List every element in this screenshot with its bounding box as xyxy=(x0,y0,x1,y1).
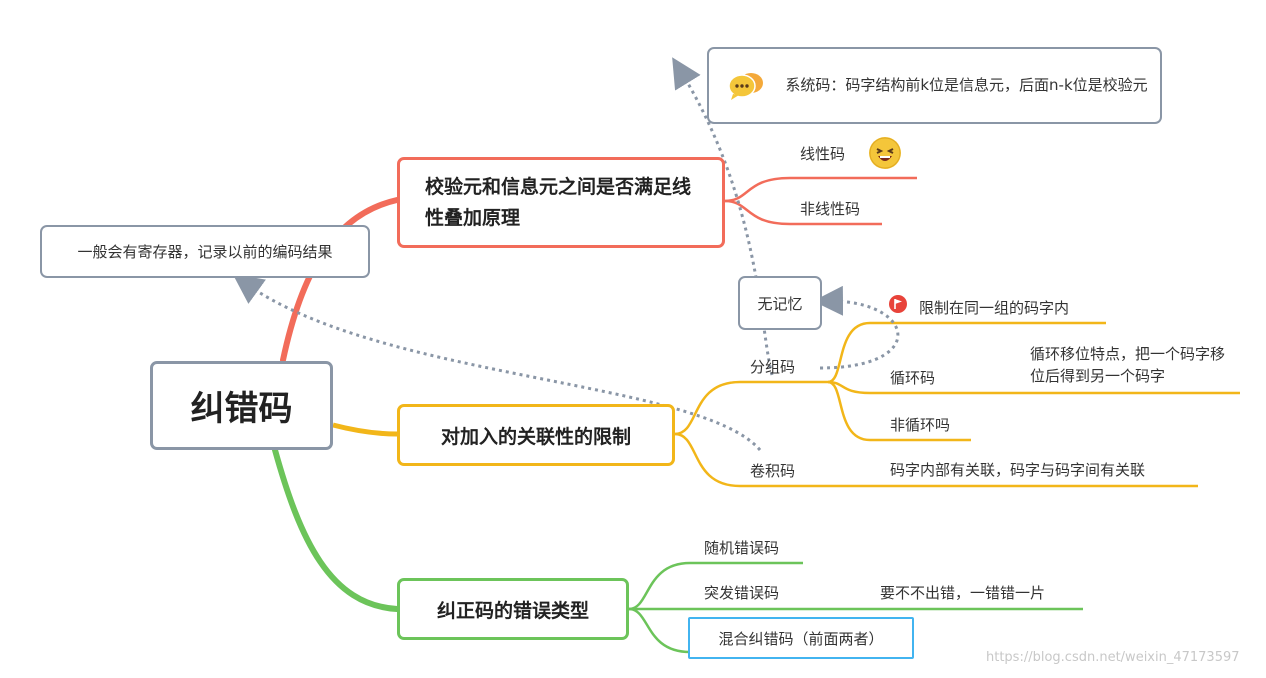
branch-correlation-label: 对加入的关联性的限制 xyxy=(440,425,631,448)
branch-correlation[interactable]: 对加入的关联性的限制 xyxy=(397,404,675,466)
node-random-error-code[interactable]: 随机错误码 xyxy=(704,539,780,557)
laughing-face-icon xyxy=(869,137,901,169)
callout-register-text: 一般会有寄存器，记录以前的编码结果 xyxy=(77,243,333,261)
node-limit-in-group[interactable]: 限制在同一组的码字内 xyxy=(919,299,1070,317)
callout-memoryless-text: 无记忆 xyxy=(757,294,803,313)
branch-error-type[interactable]: 纠正码的错误类型 xyxy=(397,578,629,640)
branch-link-1 xyxy=(280,197,400,363)
node-hybrid-code-label: 混合纠错码（前面两者） xyxy=(718,629,884,648)
node-block-code[interactable]: 分组码 xyxy=(750,358,796,376)
node-noncyclic-code[interactable]: 非循环吗 xyxy=(890,416,951,434)
node-burst-error-code[interactable]: 突发错误码 xyxy=(704,584,780,602)
branch-linearity-label: 校验元和信息元之间是否满足线性叠加原理 xyxy=(425,175,692,229)
node-convolutional-code[interactable]: 卷积码 xyxy=(750,462,796,480)
node-cyclic-code[interactable]: 循环码 xyxy=(890,369,936,387)
root-topic-label: 纠错码 xyxy=(190,389,293,429)
node-cyclic-note[interactable]: 循环移位特点，把一个码字移位后得到另一个码字 xyxy=(1030,345,1226,385)
branch-link-2 xyxy=(332,422,398,437)
branch-link-3 xyxy=(272,447,400,612)
node-conv-note[interactable]: 码字内部有关联，码字与码字间有关联 xyxy=(890,461,1146,479)
callout-memoryless[interactable]: 无记忆 xyxy=(738,276,822,330)
node-linear-code[interactable]: 线性码 xyxy=(800,145,846,163)
node-burst-note[interactable]: 要不不出错，一错错一片 xyxy=(880,584,1046,602)
branch-linearity[interactable]: 校验元和信息元之间是否满足线性叠加原理 xyxy=(397,157,725,248)
flag-icon xyxy=(889,295,907,313)
callout-systematic-text: 系统码：码字结构前k位是信息元，后面n-k位是校验元 xyxy=(785,76,1148,94)
speech-bubbles-icon xyxy=(728,72,763,100)
watermark: https://blog.csdn.net/weixin_47173597 xyxy=(986,650,1240,665)
branch-error-type-label: 纠正码的错误类型 xyxy=(436,599,589,622)
callout-register[interactable]: 一般会有寄存器，记录以前的编码结果 xyxy=(40,225,370,278)
root-topic[interactable]: 纠错码 xyxy=(150,361,333,450)
callout-systematic[interactable]: 系统码：码字结构前k位是信息元，后面n-k位是校验元 xyxy=(707,47,1162,124)
node-nonlinear-code[interactable]: 非线性码 xyxy=(800,200,861,218)
node-hybrid-code[interactable]: 混合纠错码（前面两者） xyxy=(688,617,914,659)
